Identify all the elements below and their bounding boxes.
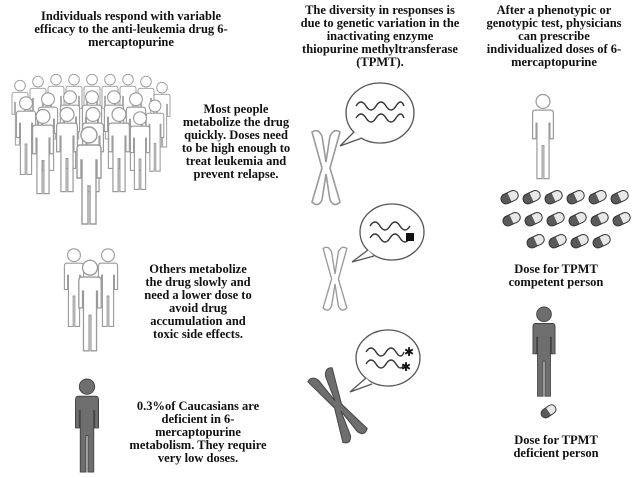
deficient-person-right-figure: [532, 306, 556, 397]
chromosome-variant: [322, 203, 425, 311]
deficient-caption: 0.3%of Caucasians are deficient in 6- me…: [129, 399, 267, 465]
svg-text:✱: ✱: [404, 345, 414, 359]
left-heading: Individuals respond with variable effica…: [34, 9, 228, 49]
chromosome-normal: [311, 82, 415, 206]
slow-metabolizer-group: [63, 248, 119, 352]
chromosome-deficient: ✱ ✱: [306, 329, 421, 446]
svg-text:✱: ✱: [401, 360, 411, 374]
right-heading: After a phenotypic or genotypic test, ph…: [486, 3, 622, 69]
competent-person-figure: [531, 93, 555, 180]
middle-heading: The diversity in responses is due to gen…: [300, 3, 460, 69]
slow-metabolizer-caption: Others metabolize the drug slowly and ne…: [144, 262, 252, 341]
fast-metabolizer-crowd: [11, 73, 171, 225]
deficient-person-figure: [74, 378, 100, 473]
fast-metabolizer-caption: Most people metabolize the drug quickly.…: [181, 102, 291, 181]
pills-competent-dose: [498, 188, 633, 251]
pill-deficient-dose: [538, 402, 559, 421]
dose-deficient-caption: Dose for TPMT deficient person: [513, 433, 599, 460]
dose-competent-caption: Dose for TPMT competent person: [508, 262, 604, 289]
